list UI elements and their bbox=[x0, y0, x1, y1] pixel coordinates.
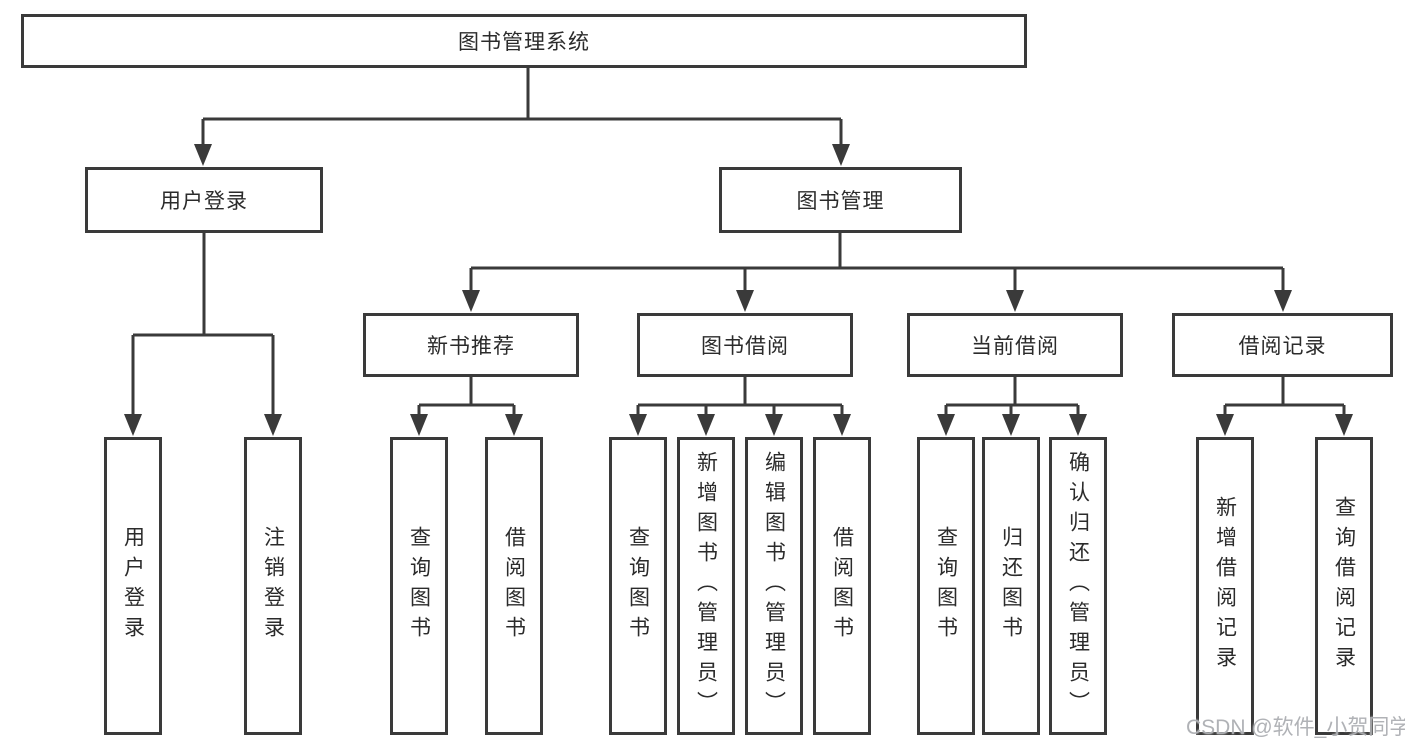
node-label: 新增图书（管理员） bbox=[694, 451, 718, 721]
leaf-edit-books-admin: 编辑图书（管理员） bbox=[745, 437, 803, 735]
node-label: 用户登录 bbox=[160, 190, 248, 213]
leaf-query-books-borrowing: 查询图书 bbox=[609, 437, 667, 735]
node-label: 查询图书 bbox=[626, 526, 650, 646]
node-label: 借阅图书 bbox=[502, 526, 526, 646]
edges-from-current-borrowing bbox=[937, 377, 1087, 436]
leaf-borrow-books-recommend: 借阅图书 bbox=[485, 437, 543, 735]
leaf-query-books-recommend: 查询图书 bbox=[390, 437, 448, 735]
arrowhead-icon bbox=[697, 414, 715, 436]
node-user-login: 用户登录 bbox=[85, 167, 323, 233]
node-label: 新书推荐 bbox=[427, 335, 515, 358]
arrowhead-icon bbox=[1002, 414, 1020, 436]
leaf-user-login: 用户登录 bbox=[104, 437, 162, 735]
arrowhead-icon bbox=[832, 144, 850, 166]
edges-from-root bbox=[194, 68, 850, 166]
arrowhead-icon bbox=[1216, 414, 1234, 436]
node-label: 当前借阅 bbox=[971, 335, 1059, 358]
leaf-return-books: 归还图书 bbox=[982, 437, 1040, 735]
node-label: 归还图书 bbox=[999, 526, 1023, 646]
leaf-borrow-books: 借阅图书 bbox=[813, 437, 871, 735]
node-borrow-records: 借阅记录 bbox=[1172, 313, 1393, 377]
arrowhead-icon bbox=[833, 414, 851, 436]
edges-from-user-login bbox=[124, 233, 282, 436]
leaf-add-borrow-record: 新增借阅记录 bbox=[1196, 437, 1254, 735]
arrowhead-icon bbox=[937, 414, 955, 436]
arrowhead-icon bbox=[505, 414, 523, 436]
leaf-confirm-return-admin: 确认归还（管理员） bbox=[1049, 437, 1107, 735]
leaf-add-books-admin: 新增图书（管理员） bbox=[677, 437, 735, 735]
node-label: 确认归还（管理员） bbox=[1066, 451, 1090, 721]
leaf-query-borrow-record: 查询借阅记录 bbox=[1315, 437, 1373, 735]
node-label: 借阅记录 bbox=[1238, 335, 1327, 358]
node-book-management: 图书管理 bbox=[719, 167, 962, 233]
edges-from-borrow-records bbox=[1216, 377, 1353, 436]
arrowhead-icon bbox=[736, 290, 754, 312]
arrowhead-icon bbox=[1006, 290, 1024, 312]
node-new-book-recommend: 新书推荐 bbox=[363, 313, 579, 377]
node-label: 借阅图书 bbox=[830, 526, 854, 646]
arrowhead-icon bbox=[124, 414, 142, 436]
node-label: 用户登录 bbox=[121, 526, 145, 646]
arrowhead-icon bbox=[1335, 414, 1353, 436]
edges-from-new-book-recommend bbox=[410, 377, 523, 436]
node-current-borrowing: 当前借阅 bbox=[907, 313, 1123, 377]
node-label: 图书管理系统 bbox=[458, 31, 590, 54]
arrowhead-icon bbox=[629, 414, 647, 436]
leaf-logout: 注销登录 bbox=[244, 437, 302, 735]
node-label: 查询借阅记录 bbox=[1332, 496, 1356, 676]
node-label: 注销登录 bbox=[261, 526, 285, 646]
arrowhead-icon bbox=[410, 414, 428, 436]
node-label: 图书借阅 bbox=[701, 335, 789, 358]
arrowhead-icon bbox=[1274, 290, 1292, 312]
node-book-borrowing: 图书借阅 bbox=[637, 313, 853, 377]
node-label: 查询图书 bbox=[934, 526, 958, 646]
arrowhead-icon bbox=[765, 414, 783, 436]
csdn-watermark: CSDN @软件_小贺同学 bbox=[1186, 716, 1405, 739]
node-label: 新增借阅记录 bbox=[1213, 496, 1237, 676]
node-label: 图书管理 bbox=[796, 190, 885, 213]
arrowhead-icon bbox=[1069, 414, 1087, 436]
node-label: 编辑图书（管理员） bbox=[762, 451, 786, 721]
node-root-library-management-system: 图书管理系统 bbox=[21, 14, 1027, 68]
arrowhead-icon bbox=[264, 414, 282, 436]
edges-from-book-management bbox=[462, 233, 1292, 312]
arrowhead-icon bbox=[462, 290, 480, 312]
arrowhead-icon bbox=[194, 144, 212, 166]
edges-from-book-borrowing bbox=[629, 377, 851, 436]
node-label: 查询图书 bbox=[407, 526, 431, 646]
leaf-query-books-current: 查询图书 bbox=[917, 437, 975, 735]
